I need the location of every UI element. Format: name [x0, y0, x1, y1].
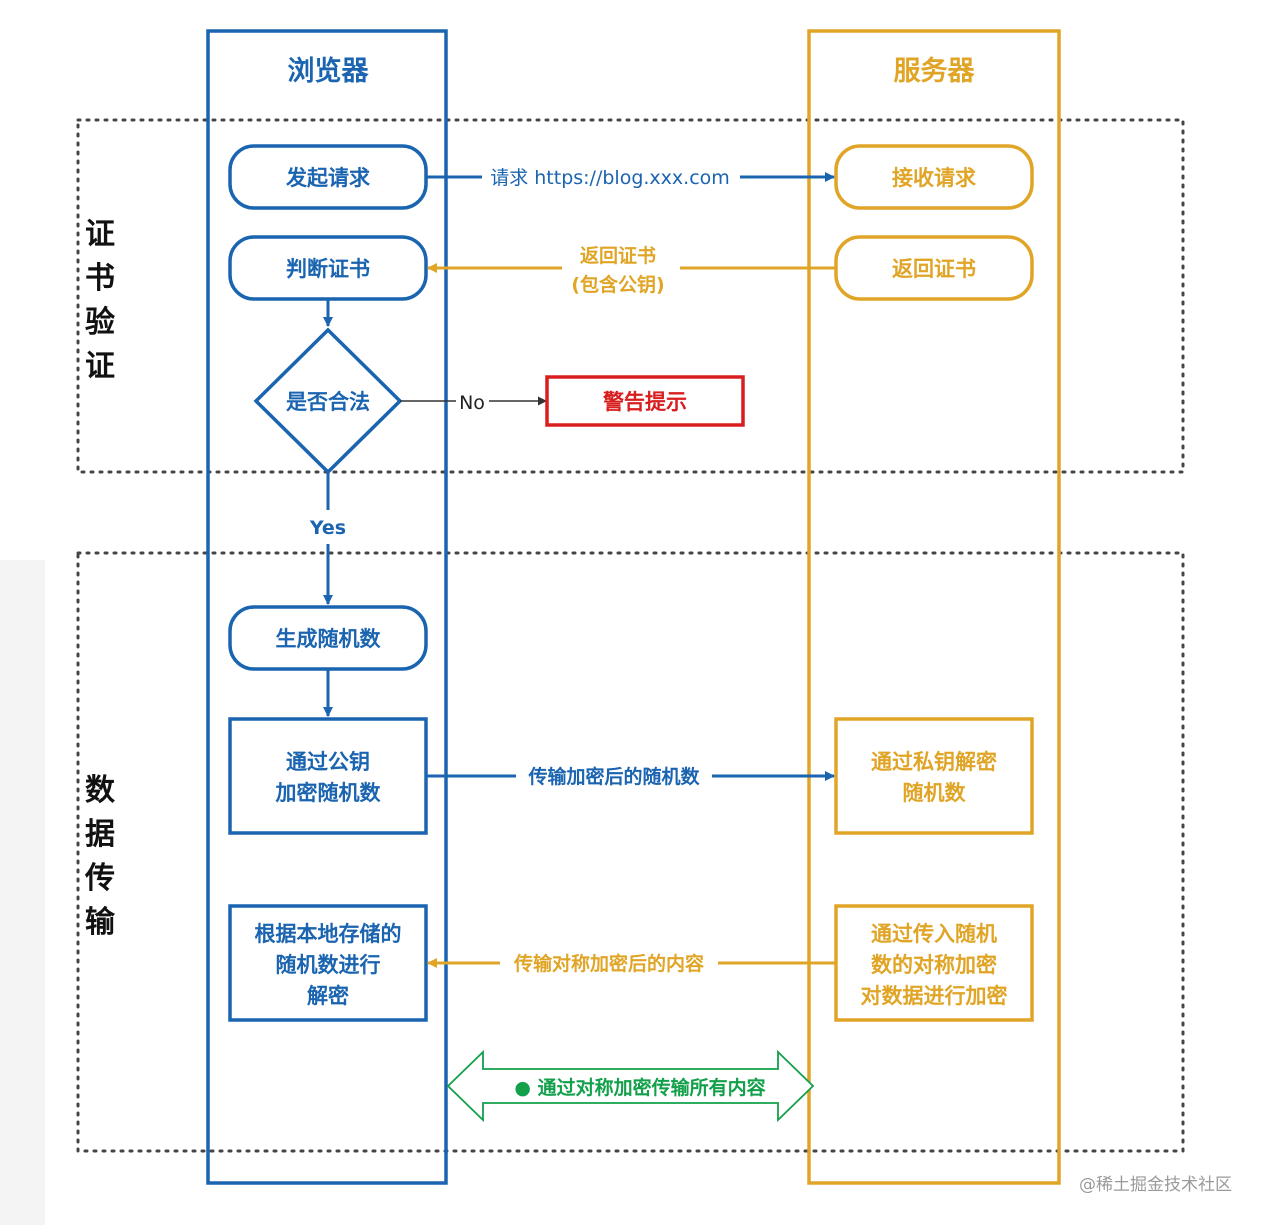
judge-cert-label: 判断证书 — [286, 257, 370, 281]
no-edge-label: No — [459, 392, 485, 414]
encrypt-random-node: 通过公钥 加密随机数 — [228, 717, 428, 835]
decrypt-content-box — [228, 904, 428, 1022]
decrypt-random-box — [834, 717, 1034, 835]
decrypt-content-label-line2: 随机数进行 — [276, 953, 381, 977]
encrypt-random-label-line2: 加密随机数 — [275, 781, 382, 805]
encrypt-content-node: 通过传入随机 数的对称加密 对数据进行加密 — [834, 904, 1034, 1022]
watermark: @稀土掘金技术社区 — [1079, 1175, 1232, 1195]
data-section-frame — [76, 551, 1185, 1153]
return-cert-edge-label-line1: 返回证书 — [580, 245, 656, 267]
is-valid-label: 是否合法 — [286, 390, 370, 414]
return-cert-node: 返回证书 — [834, 235, 1034, 301]
yes-edge-label: Yes — [309, 517, 346, 539]
encrypt-content-label-line3: 对数据进行加密 — [861, 984, 1008, 1008]
gen-random-node: 生成随机数 — [228, 605, 428, 671]
browser-lane — [206, 29, 448, 1185]
decrypt-content-label-line3: 解密 — [307, 984, 349, 1008]
cert-section-frame — [76, 118, 1185, 474]
double-arrow-shape — [446, 1049, 815, 1123]
decrypt-content-label-line1: 根据本地存储的 — [255, 922, 402, 946]
encrypt-random-box — [228, 717, 428, 835]
symmetric-channel-label: ● 通过对称加密传输所有内容 — [514, 1076, 765, 1099]
judge-cert-node: 判断证书 — [228, 235, 428, 301]
cert-label-char: 证 — [85, 349, 115, 384]
decrypt-random-node: 通过私钥解密 随机数 — [834, 717, 1034, 835]
symmetric-channel: ● 通过对称加密传输所有内容 — [446, 1049, 815, 1123]
request-edge-label: 请求 https://blog.xxx.com — [490, 167, 730, 189]
encrypt-content-box — [834, 904, 1034, 1022]
encrypt-random-label-line1: 通过公钥 — [286, 750, 370, 774]
gen-random-label: 生成随机数 — [276, 627, 382, 651]
return-cert-label: 返回证书 — [892, 257, 976, 281]
data-label-char: 据 — [85, 817, 115, 852]
cert-section-label: 证 书 验 证 — [85, 217, 115, 384]
send-request-node: 发起请求 — [228, 144, 428, 210]
data-section-label: 数 据 传 输 — [84, 773, 116, 940]
send-encrypted-content-label: 传输对称加密后的内容 — [513, 952, 704, 975]
decrypt-content-node: 根据本地存储的 随机数进行 解密 — [228, 904, 428, 1022]
encrypt-content-label-line1: 通过传入随机 — [871, 922, 997, 946]
decrypt-random-label-line2: 随机数 — [903, 781, 967, 805]
return-cert-edge-label-line2: (包含公钥) — [571, 273, 664, 296]
warning-label: 警告提示 — [602, 390, 687, 414]
data-label-char: 输 — [85, 905, 116, 940]
server-lane-title: 服务器 — [894, 56, 976, 87]
is-valid-decision: 是否合法 — [253, 327, 403, 475]
decrypt-random-label-line1: 通过私钥解密 — [871, 750, 997, 774]
send-request-label: 发起请求 — [285, 166, 370, 190]
browser-lane-title: 浏览器 — [288, 55, 370, 87]
receive-request-box — [834, 144, 1034, 210]
warning-node: 警告提示 — [545, 375, 745, 427]
edge-label-bg — [516, 762, 712, 788]
cert-label-char: 证 — [85, 217, 115, 252]
receive-request-label: 接收请求 — [892, 166, 976, 190]
data-label-char: 传 — [84, 861, 115, 896]
left-shadow-band — [0, 560, 45, 1225]
server-lane — [807, 29, 1061, 1185]
cert-label-char: 验 — [85, 305, 115, 340]
send-encrypted-random-label: 传输加密后的随机数 — [527, 765, 700, 788]
receive-request-node: 接收请求 — [834, 144, 1034, 210]
encrypt-content-label-line2: 数的对称加密 — [871, 953, 997, 977]
warning-box — [545, 375, 745, 427]
data-label-char: 数 — [85, 773, 116, 808]
cert-label-char: 书 — [85, 261, 115, 296]
edge-label-bg — [500, 950, 718, 976]
